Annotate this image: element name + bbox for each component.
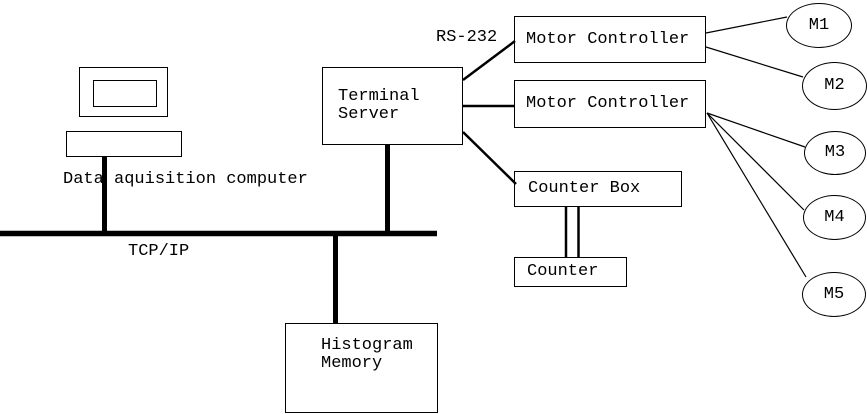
counter-box-box: Counter Box xyxy=(514,171,682,207)
motor-m4-label: M4 xyxy=(824,207,845,227)
motor-m3-ellipse: M3 xyxy=(804,131,866,175)
controller1-to-m1-line xyxy=(705,16,788,34)
motor-m1-label: M1 xyxy=(808,15,830,35)
motor-m5-label: M5 xyxy=(823,284,845,304)
histogram-memory-label: Histogram Memory xyxy=(321,336,413,373)
controller2-to-m4-line xyxy=(706,112,805,211)
controller2-to-m3-line xyxy=(706,112,806,148)
counter-box: Counter xyxy=(514,257,627,287)
motor-controller-2-box: Motor Controller xyxy=(514,80,706,128)
controller1-to-m2-line xyxy=(705,46,804,78)
terminal-to-counter-box-line xyxy=(462,131,517,185)
motor-m2-ellipse: M2 xyxy=(802,62,867,110)
keyboard-icon xyxy=(66,131,182,157)
monitor-screen-icon xyxy=(93,80,157,107)
motor-m2-label: M2 xyxy=(824,76,845,95)
motor-controller-2-label: Motor Controller xyxy=(526,94,690,113)
counter-label: Counter xyxy=(527,262,599,281)
motor-m1-ellipse: M1 xyxy=(786,3,852,48)
motor-controller-1-box: Motor Controller xyxy=(514,16,706,63)
controller2-to-m5-line xyxy=(706,112,807,278)
motor-m5-ellipse: M5 xyxy=(802,272,866,317)
terminal-server-label: Terminal Server xyxy=(338,87,420,124)
computer-caption: Data aquisition computer xyxy=(63,170,308,189)
histogram-memory-box: Histogram Memory xyxy=(285,323,438,413)
motor-controller-1-label: Motor Controller xyxy=(526,29,690,49)
motor-m4-ellipse: M4 xyxy=(803,195,866,240)
network-bus-label: TCP/IP xyxy=(128,242,190,261)
motor-m3-label: M3 xyxy=(824,143,846,162)
serial-link-label: RS-232 xyxy=(436,28,498,47)
counter-box-label: Counter Box xyxy=(528,179,641,198)
terminal-server-box: Terminal Server xyxy=(322,67,463,145)
